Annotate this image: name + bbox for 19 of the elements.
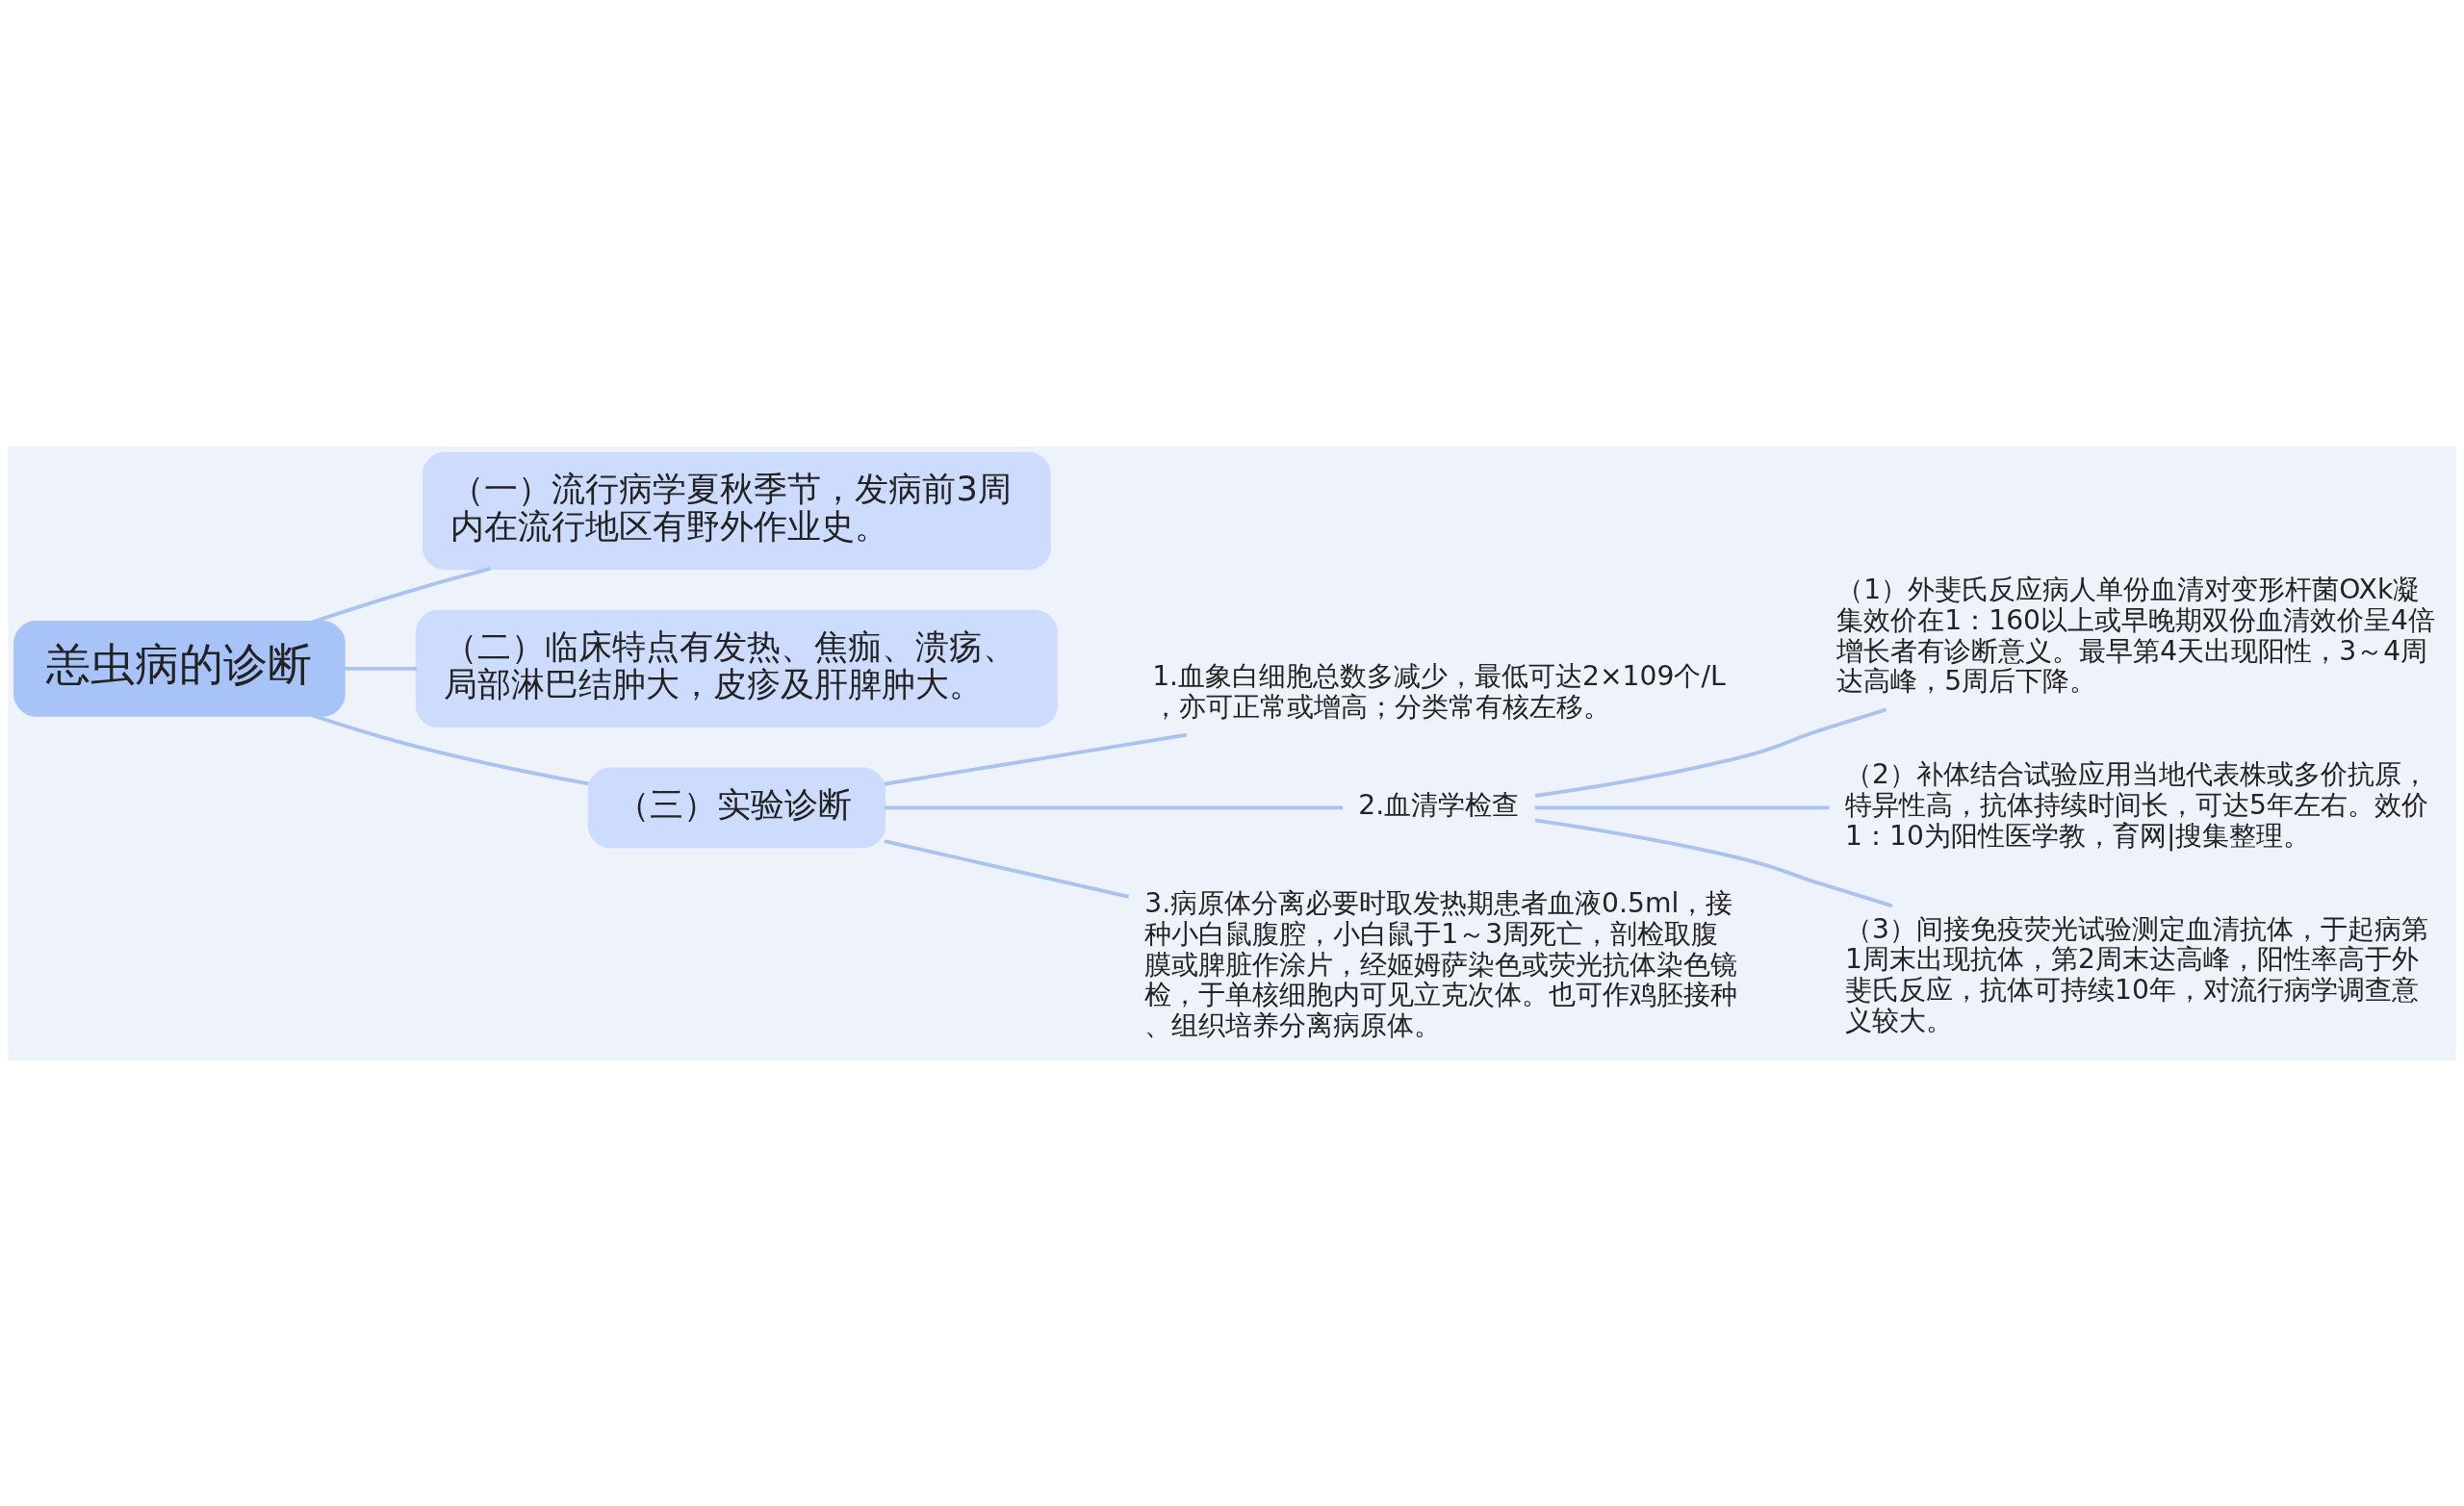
node-box: 恙虫病的诊断 — [13, 620, 346, 717]
connector — [312, 713, 589, 785]
connector — [884, 732, 1188, 786]
node-text: 3.病原体分离必要时取发热期患者血液0.5ml，接种小白鼠腹腔，小白鼠于1～3周死亡，剖检取腹膜或脾脏作涂片，经姬姆萨染色或荧光抗体染色镜检，于单核细胞内可见立克次体。也可作鸡胚接种、组织培养分离病原体。 — [1144, 886, 1738, 1041]
node-text: （1）外斐氏反应病人单份血清对变形杆菌OXk凝集效价在1：160以上或早晚期双份血清效价呈4倍增长者有诊断意义。最早第4天出现阳性，3～4周达高峰，5周后下降。 — [1836, 573, 2435, 697]
connector — [312, 566, 492, 624]
node-text: （2）补体结合试验应用当地代表株或多价抗原，特异性高，抗体持续时间长，可达5年左右。效价1：10为阳性医学教，育网|搜集整理。 — [1845, 757, 2429, 852]
connector — [344, 666, 417, 671]
node-box: （一）流行病学夏秋季节，发病前3周内在流行地区有野外作业史。 — [422, 451, 1051, 570]
connector — [1534, 817, 1893, 907]
node-text: 2.血清学检查 — [1358, 788, 1520, 821]
connector — [884, 838, 1130, 899]
node-text: 1.血象白细胞总数多减少，最低可达2×109个/L，亦可正常或增高；分类常有核左移。 — [1152, 659, 1726, 723]
node-box: （三）实验诊断 — [587, 767, 886, 848]
node-text: （3）间接免疫荧光试验测定血清抗体，于起病第1周末出现抗体，第2周末达高峰，阳性率高于外斐氏反应，抗体可持续10年，对流行病学调查意义较大。 — [1845, 912, 2429, 1036]
connector — [884, 804, 1344, 809]
connector — [1534, 706, 1887, 798]
node-box: （二）临床特点有发热、焦痂、溃疡、局部淋巴结肿大，皮疹及肝脾肿大。 — [415, 609, 1058, 727]
connector — [1534, 804, 1830, 809]
